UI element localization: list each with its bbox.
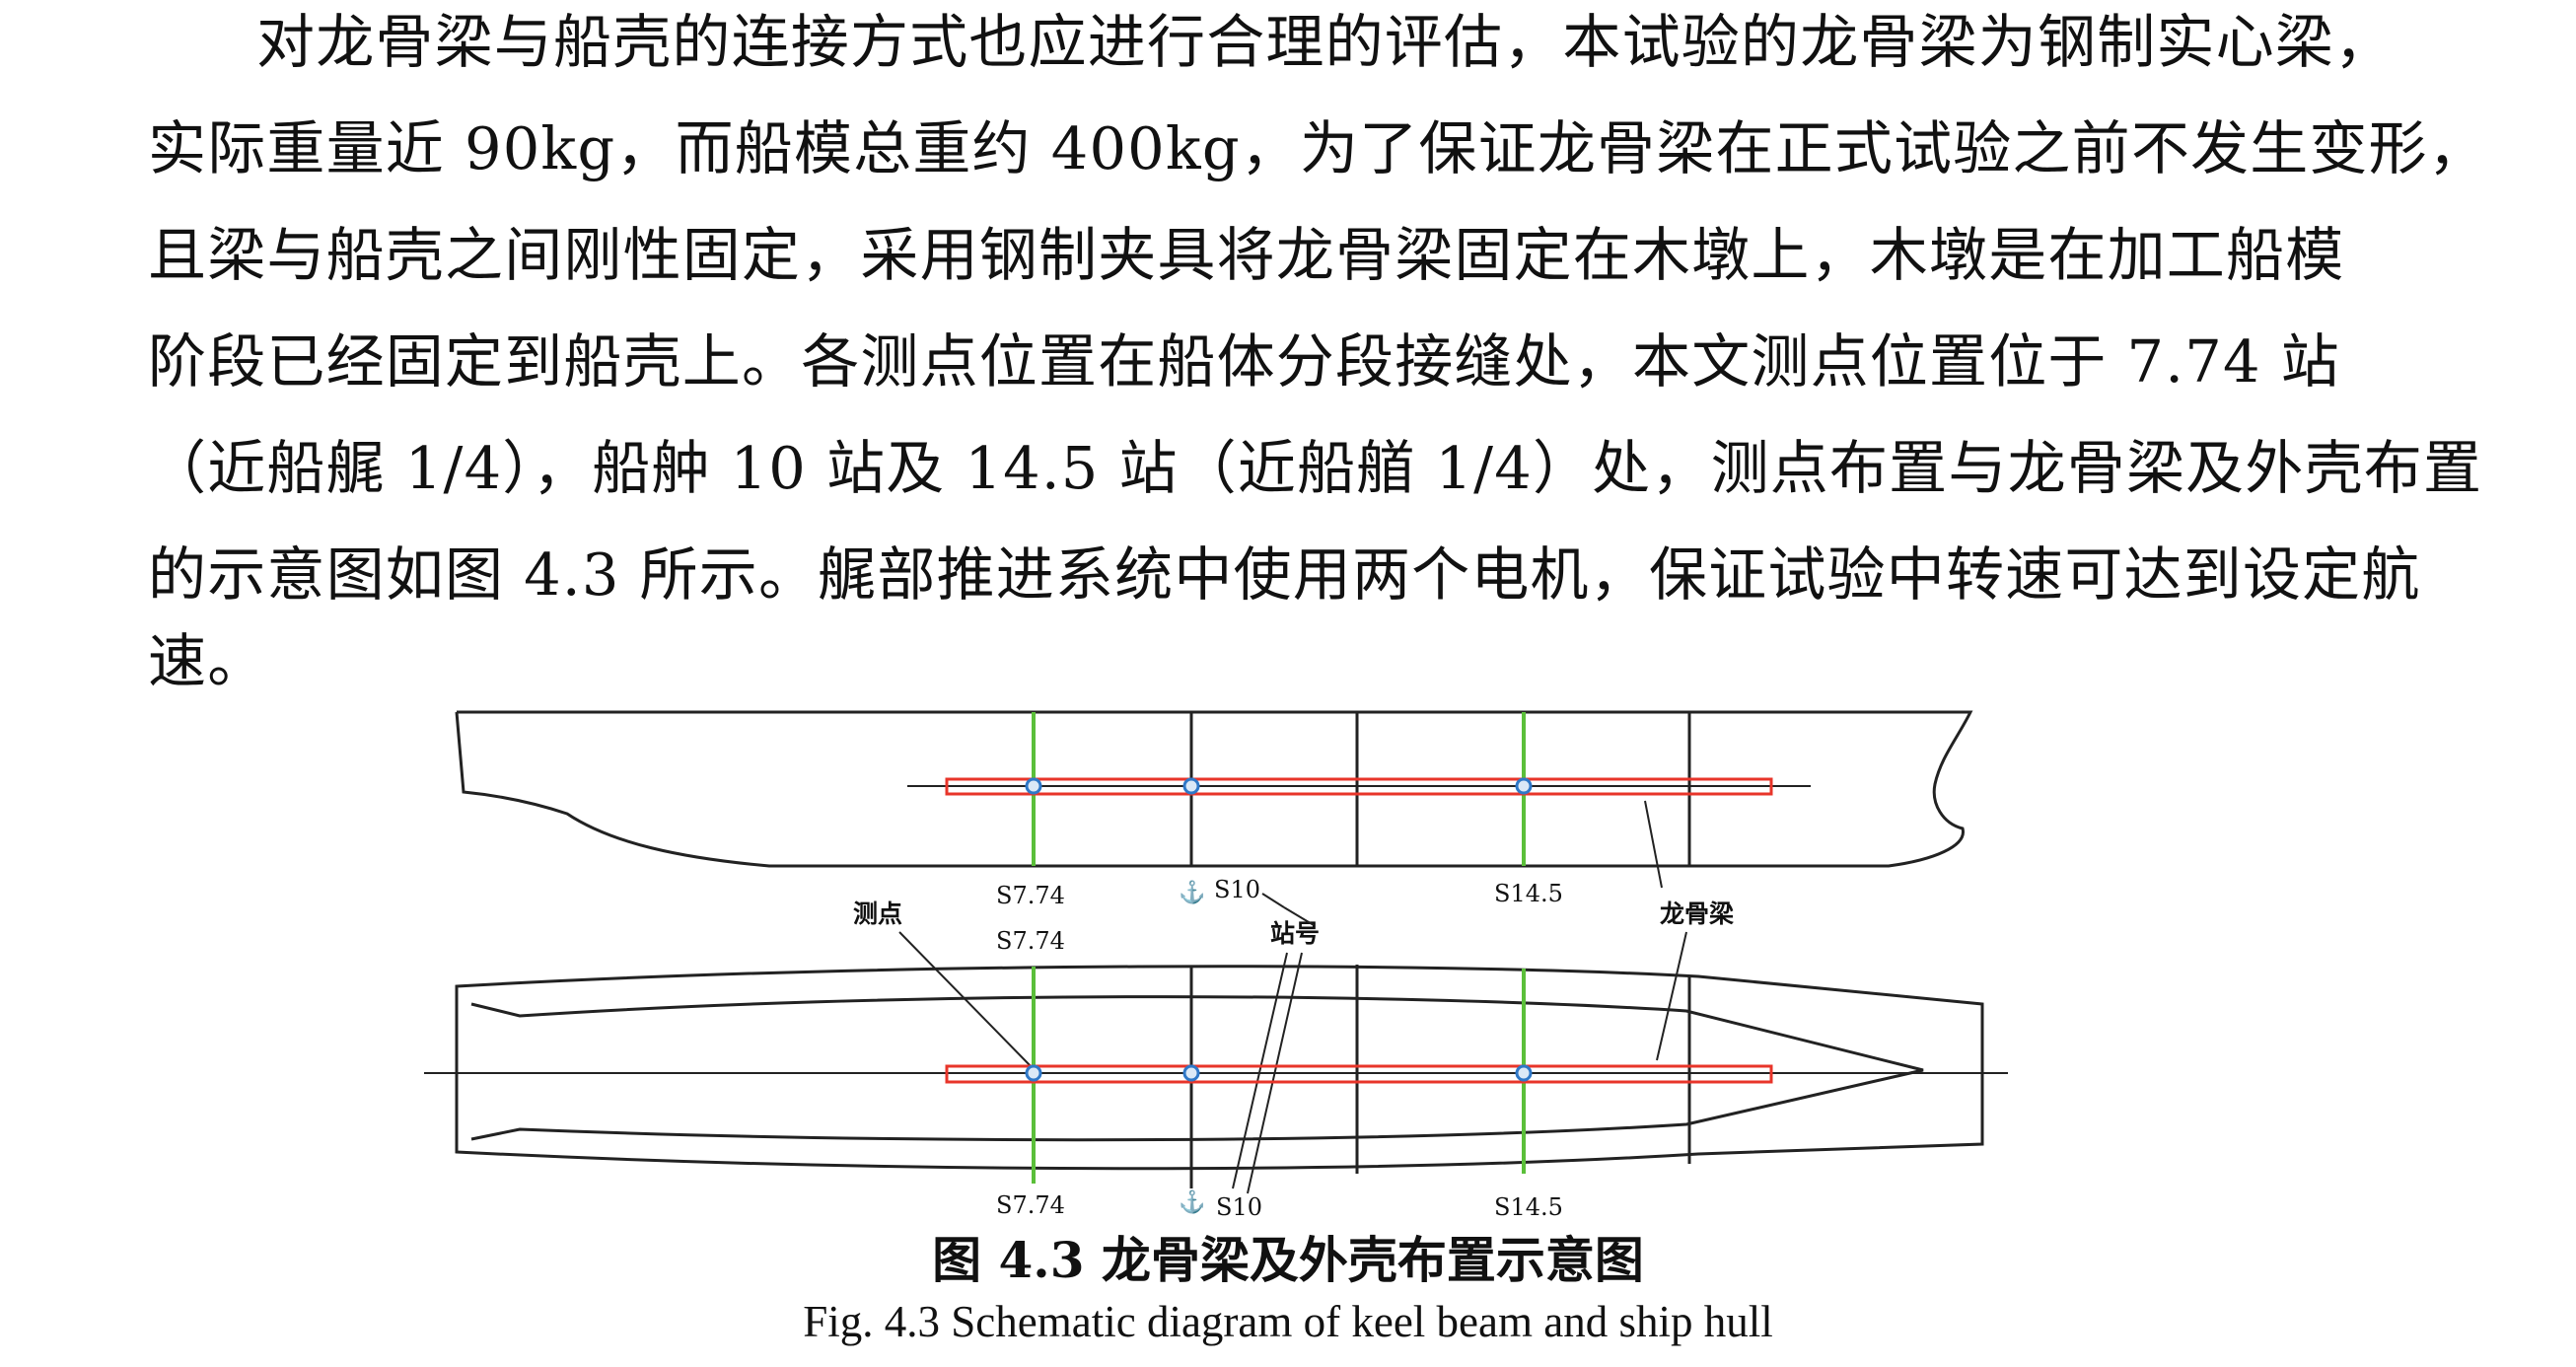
label-s774-top: S7.74 <box>996 882 1065 909</box>
midship-icon: ⚓ <box>1179 880 1205 905</box>
plan-measure-point <box>1025 1064 1042 1082</box>
label-s145-top: S14.5 <box>1494 880 1563 907</box>
plan-measure-point <box>1182 1064 1200 1082</box>
figure-caption-english: Fig. 4.3 Schematic diagram of keel beam … <box>803 1297 1773 1346</box>
paragraph-line: 且梁与船壳之间刚性固定，采用钢制夹具将龙骨梁固定在木墩上，木墩是在加工船模 <box>148 221 2345 289</box>
side-hull-outline <box>455 710 1973 868</box>
plan-keel-beam <box>945 1064 1773 1084</box>
side-measure-point <box>1025 777 1042 795</box>
label-s774-mid: S7.74 <box>996 927 1065 955</box>
side-measure-point <box>1182 777 1200 795</box>
plan-hull-outer <box>455 965 1984 1171</box>
label-measure-point: 测点 <box>853 899 902 928</box>
side-measure-point <box>1515 777 1533 795</box>
plan-measure-point <box>1515 1064 1533 1082</box>
side-keel-beam <box>945 777 1773 796</box>
paragraph-line: 实际重量近 90kg，而船模总重约 400kg，为了保证龙骨梁在正式试验之前不发… <box>148 114 2488 182</box>
label-s10-bottom: S10 <box>1216 1193 1262 1221</box>
paragraph-line: 速。 <box>148 627 267 695</box>
plan-hull-inner <box>470 995 1924 1142</box>
paragraph-line: （近船艉 1/4），船舯 10 站及 14.5 站（近船艏 1/4）处，测点布置… <box>148 434 2483 502</box>
label-s774-bottom: S7.74 <box>996 1191 1065 1219</box>
label-s145-bottom: S14.5 <box>1494 1193 1563 1221</box>
midship-icon: ⚓ <box>1179 1189 1205 1215</box>
paragraph-line: 对龙骨梁与船壳的连接方式也应进行合理的评估，本试验的龙骨梁为钢制实心梁， <box>256 8 2395 76</box>
paragraph-line: 的示意图如图 4.3 所示。艉部推进系统中使用两个电机，保证试验中转速可达到设定… <box>148 540 2421 609</box>
paragraph-line: 阶段已经固定到船壳上。各测点位置在船体分段接缝处，本文测点位置位于 7.74 站 <box>148 327 2340 396</box>
label-keel-beam: 龙骨梁 <box>1660 899 1734 928</box>
figure-caption-chinese: 图 4.3 龙骨梁及外壳布置示意图 <box>932 1231 1644 1289</box>
plan-view <box>424 965 2008 1188</box>
side-profile-view <box>455 710 1973 868</box>
label-s10-top: S10 <box>1214 876 1260 903</box>
